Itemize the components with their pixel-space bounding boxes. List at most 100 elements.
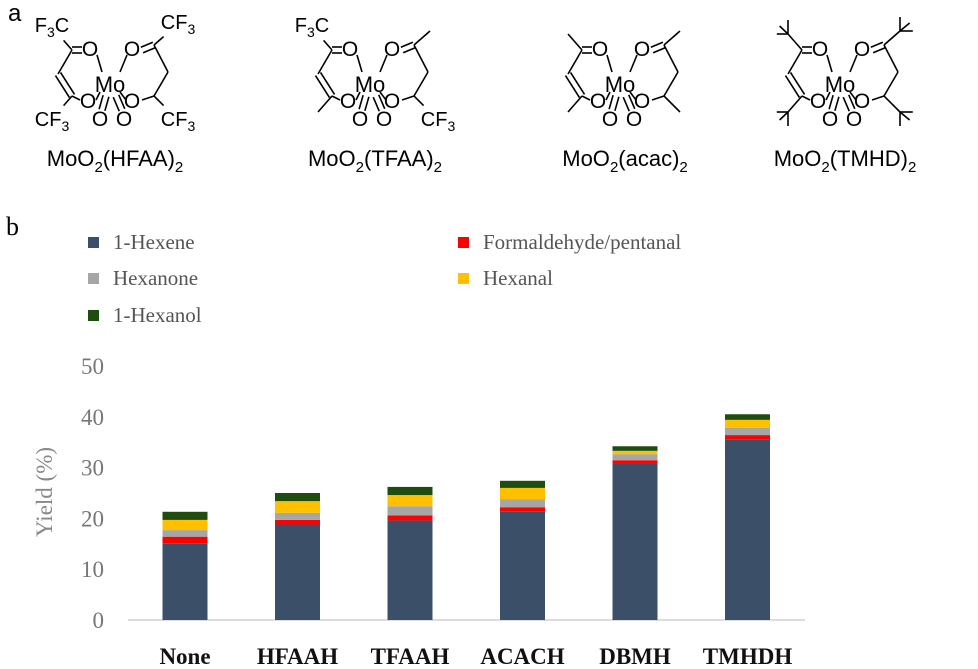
bar-segment-formaldehyde-pentanal [612, 460, 658, 464]
x-tick-label: None [159, 644, 210, 669]
legend-swatch [458, 273, 469, 284]
bond [606, 54, 613, 73]
bond [153, 71, 169, 97]
bond [581, 95, 591, 101]
atom-label: O [626, 108, 642, 131]
bond [57, 49, 73, 75]
atom-label: O [810, 90, 826, 113]
ligand: (TFAA) [364, 146, 434, 171]
atom: C [55, 15, 69, 37]
bond [400, 41, 414, 48]
atom-label: O [342, 38, 358, 61]
bond [871, 95, 885, 101]
bond [629, 91, 637, 101]
bond [567, 49, 583, 75]
bar-segment-1-hexene [500, 511, 545, 620]
y-tick-label: 10 [81, 557, 104, 582]
substituent-label: CF3 [161, 12, 196, 37]
bond [828, 94, 834, 110]
subscript: 3 [47, 24, 55, 40]
bond [784, 75, 801, 99]
bond [413, 95, 425, 107]
atom-label: O [634, 38, 650, 61]
atom-label: O [116, 108, 132, 131]
bond [663, 30, 681, 46]
bond [834, 96, 840, 112]
bar-segment-hexanone [162, 530, 208, 537]
bond [848, 94, 856, 110]
subscript: 2 [175, 159, 183, 176]
ligand: (HFAA) [103, 146, 175, 171]
bond [372, 96, 380, 112]
substituent-label: F3C [35, 15, 69, 40]
bar-segment-hexanal [725, 419, 770, 428]
bond [608, 94, 614, 110]
bar-segment-1-hexene [162, 543, 208, 620]
bond [378, 94, 386, 110]
bond [96, 54, 103, 73]
complex-name: MoO2(TMHD)2 [774, 146, 917, 176]
y-tick-label: 0 [93, 608, 105, 633]
bond [789, 71, 806, 95]
panel-b-label: b [6, 212, 19, 241]
bond [787, 95, 803, 113]
bar-segment-formaldehyde-pentanal [162, 536, 208, 544]
bond [872, 47, 886, 54]
x-tick-label: TMHDH [703, 644, 793, 669]
legend-swatch [88, 273, 99, 284]
bond [413, 30, 431, 46]
bond [112, 96, 120, 112]
bond [663, 44, 679, 73]
y-axis-title: Yield (%) [32, 447, 57, 537]
atom-label: O [124, 90, 140, 113]
bar-segment-hexanal [387, 495, 433, 507]
bond [317, 95, 333, 113]
bond [153, 44, 169, 73]
subscript: 2 [679, 159, 687, 176]
x-tick-label: ACACH [480, 644, 564, 669]
bond [413, 71, 429, 97]
bar-segment-hexanone [275, 512, 320, 520]
bar-segment-1-hexanol [500, 480, 545, 488]
bar-segment-hexanal [162, 519, 208, 531]
bar-segment-hexanal [500, 487, 545, 500]
bond [787, 33, 803, 51]
bar-segment-1-hexene [387, 520, 433, 620]
bond [883, 30, 901, 46]
bar-segment-hexanone [500, 499, 545, 508]
bond [567, 95, 583, 113]
bar-segment-1-hexanol [275, 493, 320, 502]
subscript: 3 [307, 24, 315, 40]
bond [779, 111, 789, 121]
legend-label: Formaldehyde/pentanal [483, 230, 682, 254]
bond [779, 25, 789, 35]
atom-label: O [82, 38, 98, 61]
bond [825, 91, 831, 101]
atom-label: O [590, 90, 606, 113]
bond [153, 95, 165, 107]
atom-label: O [854, 90, 870, 113]
legend-item-formaldehyde: Formaldehyde/pentanal [458, 230, 681, 255]
bond [119, 54, 128, 73]
atom-label: O [124, 38, 140, 61]
y-tick-label: 40 [81, 405, 104, 430]
bar-segment-hexanone [387, 506, 433, 516]
atom-label: O [340, 90, 356, 113]
atom-label: O [634, 90, 650, 113]
bond [870, 41, 884, 48]
bond [849, 54, 858, 73]
subscript: 2 [821, 159, 829, 176]
atom-label: O [92, 108, 108, 131]
atom-label: O [384, 90, 400, 113]
x-tick-label: TFAAH [371, 644, 450, 669]
bond [379, 54, 388, 73]
bond [98, 94, 104, 110]
ligand: (acac) [618, 146, 679, 171]
bond [356, 54, 363, 73]
subscript: 2 [434, 159, 442, 176]
bond [319, 71, 336, 95]
legend-item-hexanal: Hexanal [458, 266, 553, 291]
